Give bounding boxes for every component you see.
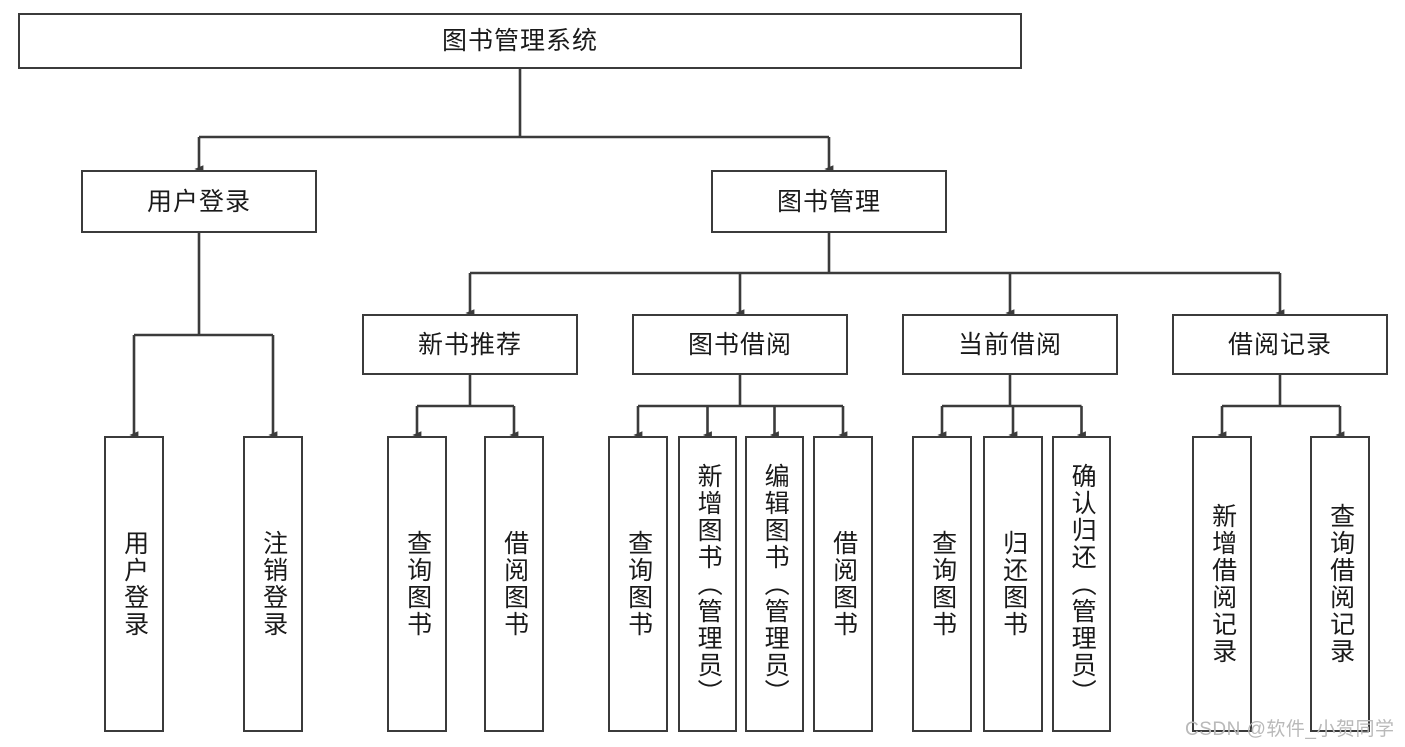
node-l8[interactable]: 借阅图书 bbox=[813, 436, 873, 732]
node-l10[interactable]: 归还图书 bbox=[983, 436, 1043, 732]
node-label: 注销登录 bbox=[259, 530, 288, 638]
node-l12[interactable]: 新增借阅记录 bbox=[1192, 436, 1252, 732]
node-l4[interactable]: 借阅图书 bbox=[484, 436, 544, 732]
node-label: 查询借阅记录 bbox=[1326, 503, 1355, 665]
node-label: 新书推荐 bbox=[417, 330, 522, 359]
node-l7[interactable]: 编辑图书（管理员） bbox=[745, 436, 804, 732]
node-root[interactable]: 图书管理系统 bbox=[18, 13, 1022, 69]
node-label: 图书管理系统 bbox=[441, 27, 598, 55]
node-l3[interactable]: 查询图书 bbox=[387, 436, 447, 732]
node-l9[interactable]: 查询图书 bbox=[912, 436, 972, 732]
node-records[interactable]: 借阅记录 bbox=[1172, 314, 1388, 375]
node-label: 图书管理 bbox=[776, 187, 881, 216]
node-l5[interactable]: 查询图书 bbox=[608, 436, 668, 732]
node-label: 编辑图书（管理员） bbox=[761, 462, 790, 706]
node-label: 新增借阅记录 bbox=[1208, 503, 1237, 665]
node-label: 图书借阅 bbox=[687, 330, 792, 359]
node-l11[interactable]: 确认归还（管理员） bbox=[1052, 436, 1111, 732]
node-label: 当前借阅 bbox=[957, 330, 1062, 359]
node-borrow[interactable]: 图书借阅 bbox=[632, 314, 848, 375]
node-label: 借阅图书 bbox=[829, 530, 858, 638]
node-label: 查询图书 bbox=[624, 530, 653, 638]
node-l6[interactable]: 新增图书（管理员） bbox=[678, 436, 737, 732]
node-l1[interactable]: 用户登录 bbox=[104, 436, 164, 732]
node-label: 用户登录 bbox=[120, 530, 149, 638]
node-login[interactable]: 用户登录 bbox=[81, 170, 317, 233]
node-label: 借阅图书 bbox=[500, 530, 529, 638]
node-label: 借阅记录 bbox=[1227, 330, 1332, 359]
node-label: 新增图书（管理员） bbox=[694, 462, 723, 706]
node-current[interactable]: 当前借阅 bbox=[902, 314, 1118, 375]
node-bookmgmt[interactable]: 图书管理 bbox=[711, 170, 947, 233]
node-newbook[interactable]: 新书推荐 bbox=[362, 314, 578, 375]
node-label: 确认归还（管理员） bbox=[1068, 462, 1097, 706]
node-l13[interactable]: 查询借阅记录 bbox=[1310, 436, 1370, 732]
node-label: 查询图书 bbox=[928, 530, 957, 638]
node-label: 查询图书 bbox=[403, 530, 432, 638]
node-label: 用户登录 bbox=[146, 187, 251, 216]
node-label: 归还图书 bbox=[999, 530, 1028, 638]
node-l2[interactable]: 注销登录 bbox=[243, 436, 303, 732]
watermark: CSDN @软件_小贺同学 bbox=[1185, 719, 1395, 740]
